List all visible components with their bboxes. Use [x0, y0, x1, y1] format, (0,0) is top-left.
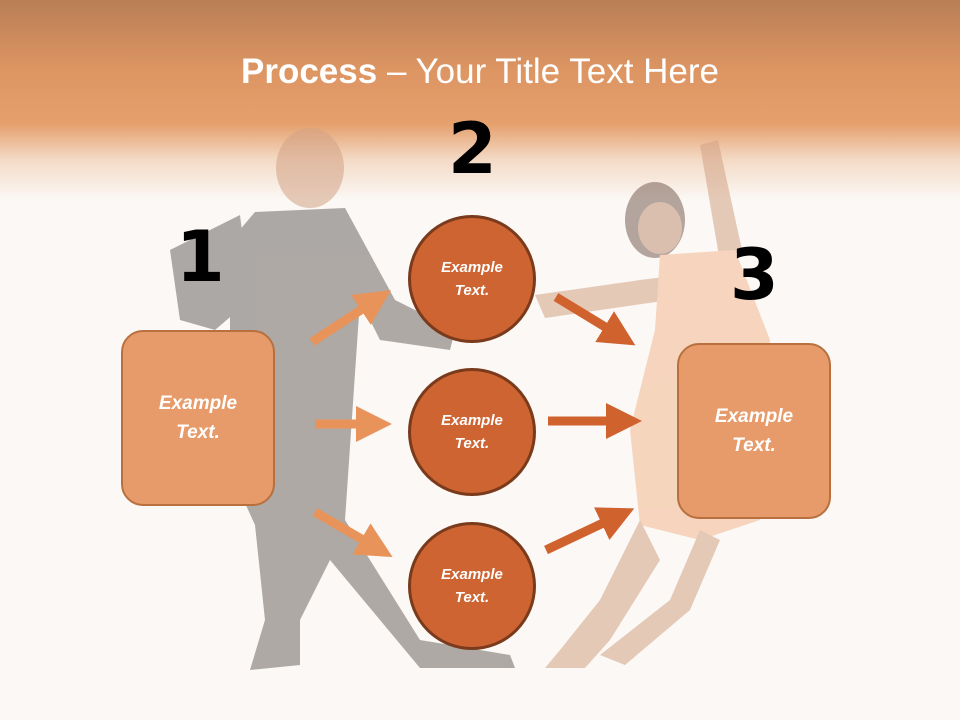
arrow-left-bottom [312, 508, 393, 558]
left-text-box: Example Text. [121, 330, 275, 506]
circle-middle-line2: Text. [454, 435, 490, 452]
circle-middle: Example Text. [408, 368, 536, 496]
circle-top-line1: Example [441, 259, 503, 276]
circle-bottom-line2: Text. [454, 589, 490, 606]
right-text-box: Example Text. [677, 343, 831, 519]
step-number-1: 1 [176, 216, 225, 298]
right-box-line1: Example [714, 406, 794, 427]
step-number-3: 3 [730, 234, 779, 316]
right-box-line2: Text. [732, 435, 776, 456]
arrow-right-bottom [544, 507, 635, 555]
left-box-line1: Example [158, 393, 238, 414]
circle-middle-line1: Example [441, 412, 503, 429]
header-band [0, 0, 960, 200]
left-box-line2: Text. [176, 422, 220, 443]
circle-top-line2: Text. [454, 282, 490, 299]
arrow-left-top [309, 290, 392, 346]
title-bold: Process [241, 52, 378, 91]
circle-top: Example Text. [408, 215, 536, 343]
circle-bottom: Example Text. [408, 522, 536, 650]
circle-bottom-line1: Example [441, 566, 503, 583]
step-number-2: 2 [448, 108, 497, 190]
arrow-right-top [553, 293, 636, 346]
title-rest: – Your Title Text Here [377, 52, 719, 91]
slide-title: Process – Your Title Text Here [0, 52, 960, 92]
